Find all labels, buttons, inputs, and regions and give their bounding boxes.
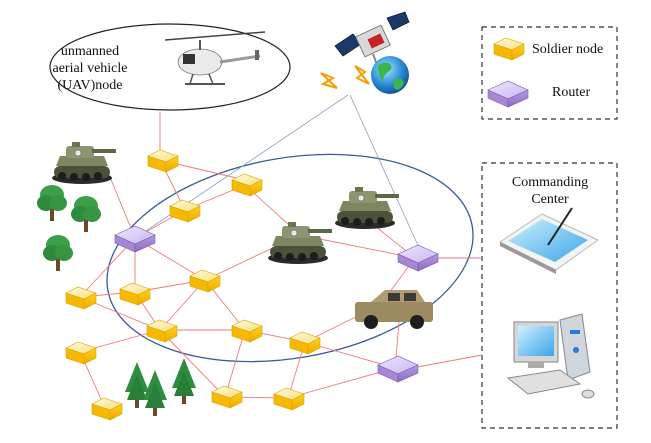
helicopter-icon xyxy=(164,31,266,85)
soldier-node xyxy=(273,387,305,411)
soldier-node xyxy=(211,385,243,409)
legend-router-icon xyxy=(487,80,529,108)
humvee-icon xyxy=(355,290,433,329)
commanding-center: Commanding Center xyxy=(481,162,618,429)
pine-tree-icon xyxy=(125,362,149,408)
network-links xyxy=(79,112,483,409)
legend-router-label: Router xyxy=(552,85,590,100)
soldier-node xyxy=(169,199,201,223)
soldier-node xyxy=(147,149,179,173)
command-border xyxy=(481,162,618,429)
uav-label-line-2: aerial vehicle xyxy=(52,61,127,76)
soldier-node xyxy=(146,319,178,343)
forest-group-2 xyxy=(125,358,196,416)
command-label-line-1: Commanding xyxy=(512,175,588,190)
soldier-node xyxy=(65,286,97,310)
tank-icon xyxy=(267,221,333,265)
soldier-node xyxy=(231,319,263,343)
tablet-icon xyxy=(499,207,599,274)
soldier-node xyxy=(289,331,321,355)
uav-node: unmanned aerial vehicle (UAV)node xyxy=(49,23,291,111)
tree-icon xyxy=(43,235,73,271)
soldier-nodes xyxy=(65,149,321,421)
satellite-link-2 xyxy=(349,94,421,251)
tree-icon xyxy=(71,196,101,232)
router-node xyxy=(377,355,419,383)
soldier-node xyxy=(231,173,263,197)
legend: Soldier node Router xyxy=(481,26,618,120)
soldier-node xyxy=(91,397,123,421)
satellite-icon xyxy=(320,11,410,89)
forest-group-1 xyxy=(37,185,101,271)
tree-icon xyxy=(37,185,67,221)
pine-tree-icon xyxy=(143,370,167,416)
legend-soldier-icon xyxy=(493,37,525,61)
soldier-node xyxy=(65,341,97,365)
soldier-node xyxy=(119,282,151,306)
uav-label-line-3: (UAV)node xyxy=(57,78,122,93)
tank-icon xyxy=(51,141,117,185)
uav-label-line-1: unmanned xyxy=(61,44,119,59)
earth-icon xyxy=(371,56,409,94)
legend-border xyxy=(481,26,618,120)
uav-ellipse xyxy=(49,23,291,111)
desktop-computer-icon xyxy=(506,313,595,399)
legend-soldier-label: Soldier node xyxy=(532,42,603,57)
coverage-ellipse xyxy=(106,153,474,363)
pine-tree-icon xyxy=(172,358,196,404)
command-label-line-2: Center xyxy=(531,192,569,207)
tank-icon xyxy=(334,186,400,230)
